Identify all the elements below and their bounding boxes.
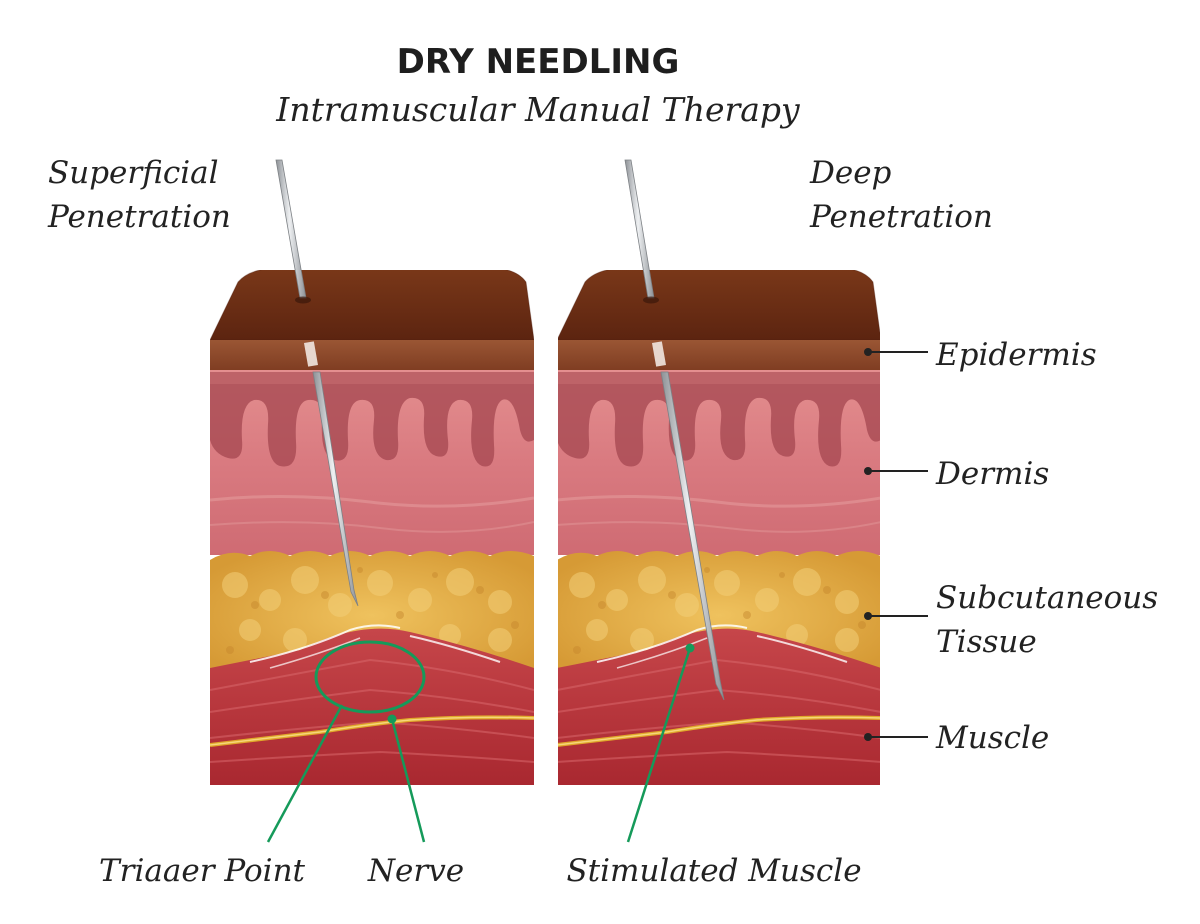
callout-lines — [266, 647, 692, 843]
callout-nerve: Nerve — [367, 853, 464, 889]
label-epidermis: Epidermis — [935, 337, 1097, 373]
label-dermis: Dermis — [935, 456, 1049, 492]
left-needle-icon — [275, 159, 359, 607]
callout-trigger-point: Triaaer Point — [99, 853, 306, 889]
label-subcutaneous-line2: Tissue — [936, 624, 1037, 660]
label-subcutaneous-line1: Subcutaneous — [936, 580, 1158, 616]
callout-stimulated-muscle: Stimulated Muscle — [566, 853, 861, 889]
right-panel-heading-line1: Deep — [809, 155, 892, 191]
diagram-title: DRY NEEDLING — [397, 42, 680, 82]
label-muscle: Muscle — [935, 720, 1049, 756]
right-panel-heading-line2: Penetration — [809, 199, 993, 235]
right-needle-icon — [624, 159, 725, 701]
layer-pointers — [864, 348, 928, 741]
right-skin-block-icon — [558, 270, 880, 785]
left-panel-heading-line2: Penetration — [47, 199, 231, 235]
left-panel-heading-line1: Superficial — [48, 155, 219, 191]
diagram-subtitle: Intramuscular Manual Therapy — [275, 90, 800, 129]
trigger-point-marker — [314, 640, 426, 714]
